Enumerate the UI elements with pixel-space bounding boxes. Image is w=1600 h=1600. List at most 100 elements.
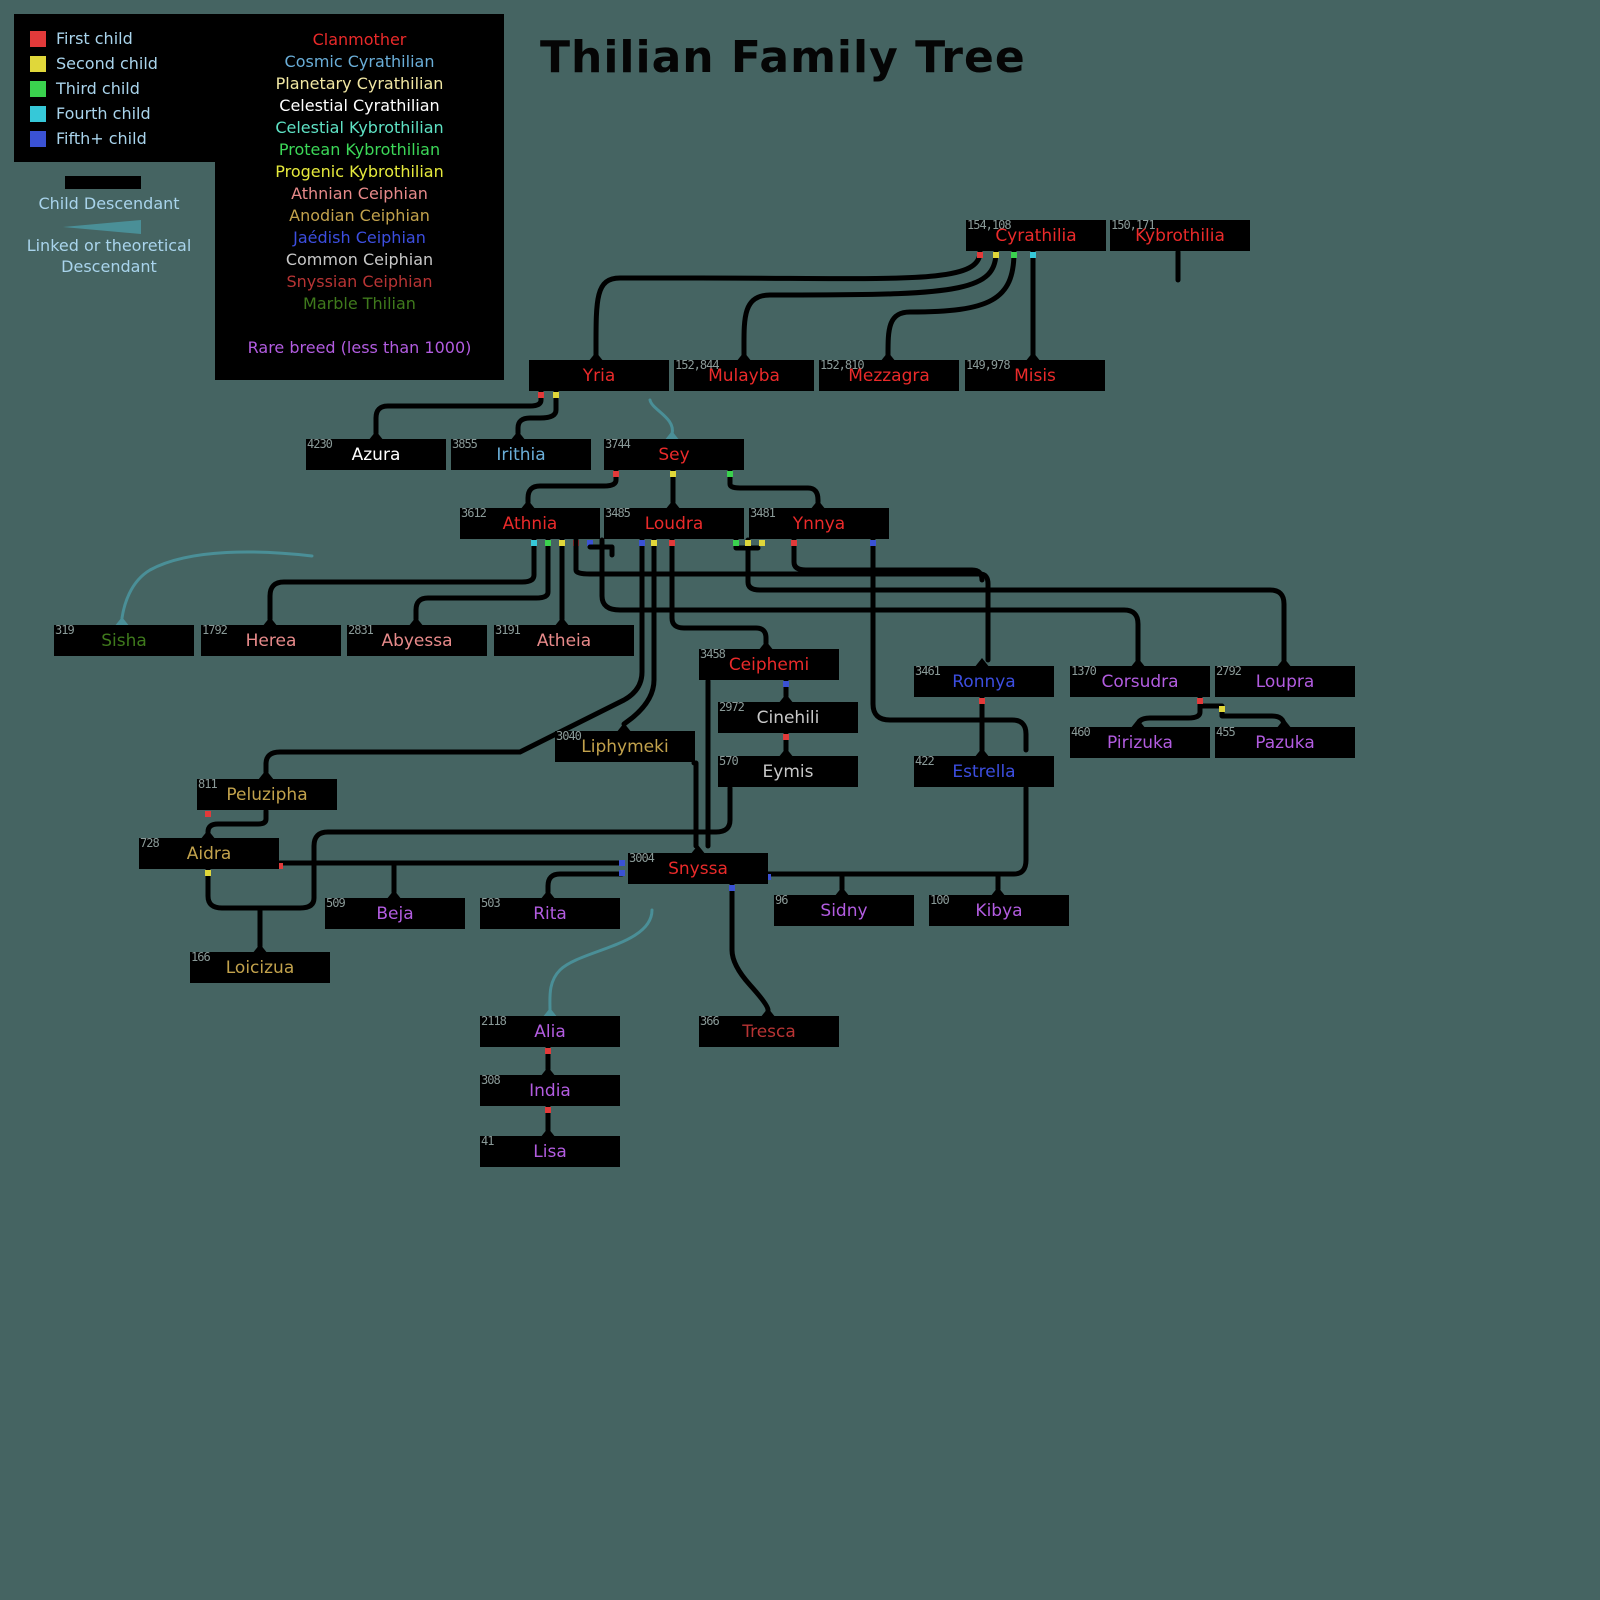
edge-yria-azura	[373, 389, 544, 436]
edge-snyssa-rita	[545, 871, 625, 895]
breed-common-ceiphian: Common Ceiphian	[285, 250, 434, 269]
population-count: 150,171	[1111, 218, 1156, 232]
legend-label: Third child	[56, 79, 140, 98]
population-count: 509	[326, 896, 346, 910]
legend-label: Second child	[56, 54, 158, 73]
order-marker	[538, 392, 544, 398]
arrow-rita	[540, 890, 556, 900]
order-marker	[791, 540, 797, 546]
population-count: 366	[700, 1014, 720, 1028]
arrow-lisa	[540, 1128, 556, 1138]
order-marker	[277, 863, 283, 869]
arrow-ronnya	[974, 658, 990, 668]
edge-peluzipha-aidra	[205, 808, 269, 835]
arrow-sidny	[834, 887, 850, 897]
population-count: 149,978	[966, 358, 1011, 372]
edge-loupra-pazuka	[1197, 703, 1287, 729]
node-name: Ynnya	[792, 514, 846, 534]
arrow-eymis	[778, 748, 794, 758]
order-marker	[745, 540, 751, 546]
order-marker	[613, 471, 619, 477]
edge-sey-ynnya	[727, 468, 821, 505]
breed-anodian-ceiphian: Anodian Ceiphian	[289, 206, 430, 225]
order-marker	[545, 540, 551, 546]
order-marker	[553, 392, 559, 398]
population-count: 811	[198, 777, 218, 791]
population-count: 100	[930, 893, 950, 907]
node-name: Rita	[533, 904, 567, 924]
population-count: 422	[915, 754, 935, 768]
population-count: 3004	[629, 851, 655, 865]
population-count: 319	[55, 623, 75, 637]
node-name: Loupra	[1255, 672, 1315, 692]
population-count: 3191	[495, 623, 521, 637]
node-name: Cinehili	[756, 708, 820, 728]
order-marker	[1197, 698, 1203, 704]
node-name: Abyessa	[381, 631, 453, 651]
population-count: 152,844	[675, 358, 720, 372]
linked-descendant-label: Linked or theoretical Descendant	[26, 236, 192, 276]
order-marker	[870, 540, 876, 546]
link-sey	[648, 398, 674, 436]
breed-jaedish-ceiphian: Jaédish Ceiphian	[293, 228, 426, 247]
edge-corsudra-pirizuka	[1135, 695, 1203, 729]
node-name: Sisha	[101, 631, 147, 651]
population-count: 570	[719, 754, 739, 768]
edge-athnia-ronnya	[573, 537, 991, 663]
population-count: 3855	[452, 437, 478, 451]
edge-athnia-abyessa	[413, 537, 551, 622]
arrow-estrella	[974, 748, 990, 758]
edge-athnia-herea	[267, 537, 537, 622]
breed-snyssian-ceiphian: Snyssian Ceiphian	[286, 272, 433, 291]
arrow-pirizuka	[1130, 719, 1146, 729]
arrow-pazuka	[1276, 719, 1292, 729]
arrow-herea	[262, 617, 278, 627]
arrow-tresca	[760, 1008, 776, 1018]
population-count: 3485	[605, 506, 631, 520]
node-name: Snyssa	[668, 859, 728, 879]
node-name: Corsudra	[1101, 672, 1179, 692]
node-name: Eymis	[762, 762, 814, 782]
node-name: Ceiphemi	[728, 655, 810, 675]
population-count: 460	[1071, 725, 1091, 739]
order-marker	[545, 1048, 551, 1054]
third-child-swatch	[30, 81, 46, 97]
node-name: Mezzagra	[848, 366, 930, 386]
order-marker	[759, 540, 765, 546]
node-name: Herea	[245, 631, 297, 651]
arrow-snyssa	[690, 845, 706, 855]
link-alia	[548, 908, 654, 1012]
edge-loudra-liphymeki	[621, 537, 657, 727]
edge-cyrathilia-mezzagra	[885, 249, 1017, 358]
population-count: 2792	[1216, 664, 1242, 678]
order-marker	[729, 885, 735, 891]
order-marker	[619, 870, 625, 876]
node-name: Kibya	[975, 901, 1023, 921]
order-marker	[651, 540, 657, 546]
linked-descendant-line-sample	[63, 220, 141, 234]
arrow-mulayba	[736, 352, 752, 362]
population-count: 166	[191, 950, 211, 964]
arrow-sey	[664, 431, 680, 441]
edge-yria-irithia	[515, 389, 559, 436]
population-count: 41	[481, 1134, 494, 1148]
arrow-ceiphemi	[758, 641, 774, 651]
order-marker	[545, 1107, 551, 1113]
node-name: Beja	[376, 904, 414, 924]
child-descendant-label: Child Descendant	[38, 194, 180, 213]
edge-ynnya-estrella	[870, 537, 1029, 753]
first-child-swatch	[30, 31, 46, 47]
node-name: Ronnya	[952, 672, 1016, 692]
population-count: 308	[481, 1073, 501, 1087]
